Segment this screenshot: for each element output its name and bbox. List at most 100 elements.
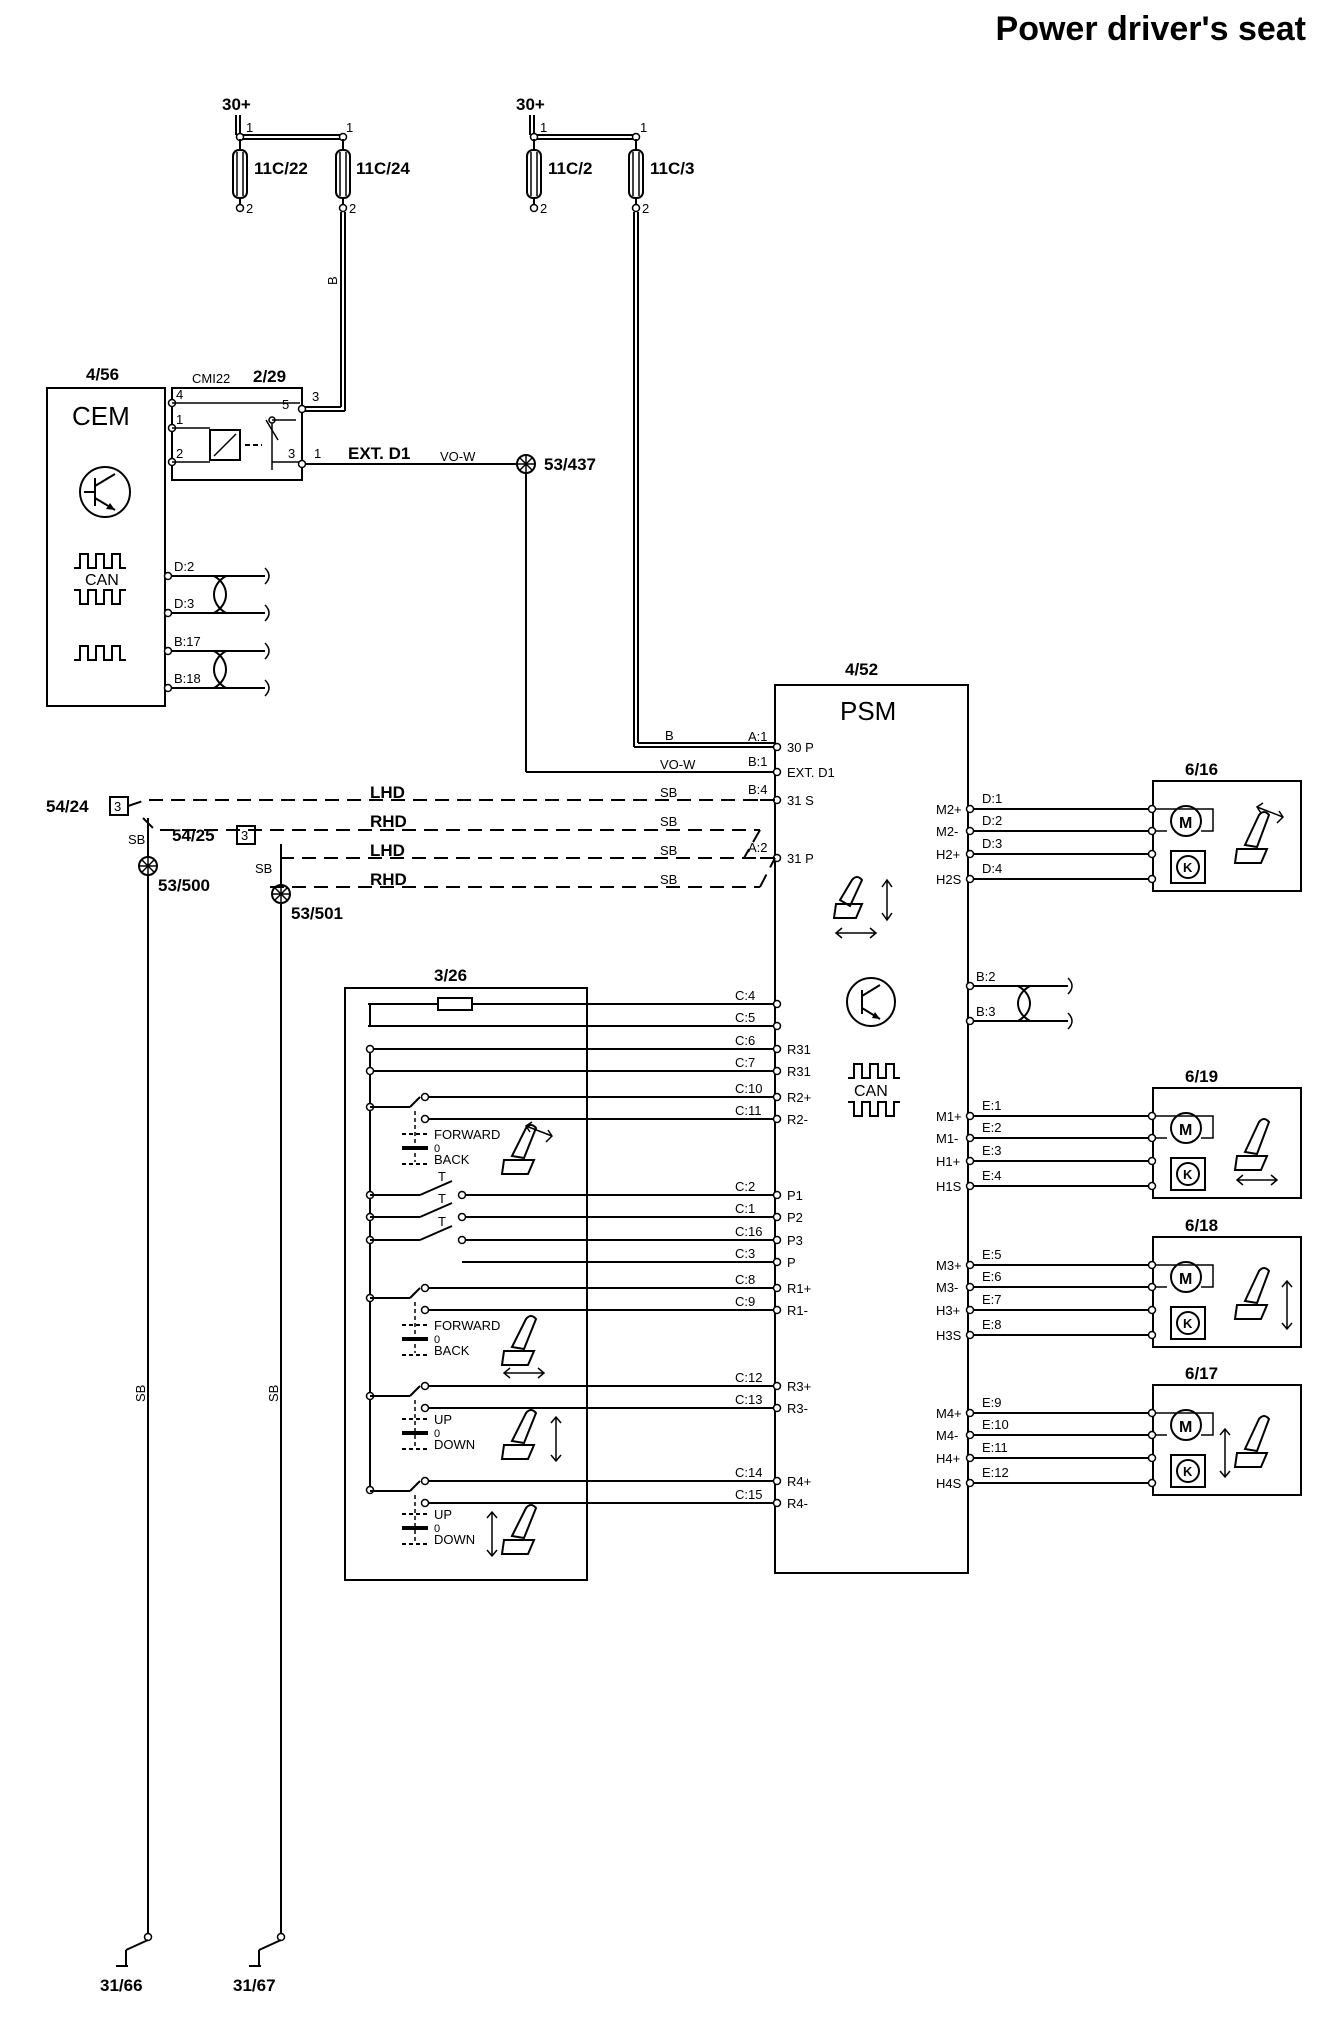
psm-pin-number: E:2 (982, 1120, 1002, 1135)
fuse-11c-24 (335, 149, 351, 199)
switch-contact (457, 1212, 467, 1222)
psm-pin-number: A:2 (748, 840, 768, 855)
psm-pin-number: C:15 (735, 1487, 762, 1502)
switch-contact (420, 1114, 430, 1124)
psm-pin-number: E:9 (982, 1395, 1002, 1410)
motor-pin-terminal (1147, 1305, 1157, 1315)
wire-color: B (325, 276, 340, 285)
motor-id: 6/19 (1185, 1067, 1218, 1086)
psm-pin-terminal (772, 999, 782, 1009)
psm-pin-number: E:3 (982, 1143, 1002, 1158)
motor-lead (1155, 1115, 1214, 1139)
psm-pin-terminal (772, 1092, 782, 1102)
seat-icon (500, 1124, 538, 1175)
seat-adjust-icon (832, 876, 864, 919)
switch-contact (420, 1476, 430, 1486)
psm-can-pin: B:2 (976, 969, 996, 984)
psm-pin-terminal (772, 1114, 782, 1124)
pin-number: 2 (642, 201, 649, 216)
psm-pin-terminal (772, 1044, 782, 1054)
psm-pin-name: R1- (787, 1303, 808, 1318)
ground-symbol (249, 1939, 282, 1967)
fuse-11c-2 (526, 149, 542, 199)
motor-lead (1155, 1412, 1214, 1436)
psm-pin-number: C:5 (735, 1010, 755, 1025)
cem-name: CEM (72, 401, 130, 431)
psm-pin-name: R2- (787, 1112, 808, 1127)
wire-color: VO-W (660, 757, 696, 772)
switch-label: UP (434, 1412, 452, 1427)
psm-pin-name: P1 (787, 1188, 803, 1203)
motor-pin-terminal (1147, 1133, 1157, 1143)
psm-pin-number: C:8 (735, 1272, 755, 1287)
psm-pin-name: R4- (787, 1496, 808, 1511)
psm-pin-number: E:6 (982, 1269, 1002, 1284)
motor-pin-terminal (1147, 874, 1157, 884)
ground-symbol (116, 1939, 149, 1967)
cem-pin: D:2 (174, 559, 194, 574)
lhd-label: LHD (370, 841, 405, 860)
motor-lead (1155, 1264, 1214, 1288)
psm-pin-number: E:5 (982, 1247, 1002, 1262)
psm-pin-number: C:6 (735, 1033, 755, 1048)
psm-pin-terminal (772, 1257, 782, 1267)
sensor-symbol: K (1183, 1316, 1193, 1331)
switch-unit-id: 3/26 (434, 966, 467, 985)
fuse-label: 11C/2 (548, 159, 592, 178)
wire-color: SB (266, 1385, 281, 1402)
psm-pin-name: H3+ (936, 1303, 960, 1318)
psm-pin-number: A:1 (748, 729, 768, 744)
psm-pin-name: R31 (787, 1042, 811, 1057)
fuse-label: 11C/3 (650, 159, 694, 178)
psm-pin-terminal (965, 1430, 975, 1440)
cem-pin: D:3 (174, 596, 194, 611)
motor-pin-terminal (1147, 1430, 1157, 1440)
psm-pin-name: M3+ (936, 1258, 962, 1273)
height-arrow-icon (1219, 1427, 1231, 1479)
switch-contact (420, 1381, 430, 1391)
psm-pin-number: E:4 (982, 1168, 1002, 1183)
switch-contact (420, 1092, 430, 1102)
psm-pin-number: D:3 (982, 836, 1002, 851)
memory-mark: T (438, 1191, 446, 1206)
psm-pin-name: P3 (787, 1233, 803, 1248)
sensor-icon (1176, 1162, 1200, 1186)
switch-label: 54/24 (46, 797, 89, 816)
seat-icon (1233, 811, 1271, 864)
ground-label: 31/66 (100, 1976, 143, 1995)
relay-pin: 3 (288, 446, 295, 461)
motor-icon (1170, 1261, 1202, 1293)
height-arrow-icon (550, 1415, 562, 1463)
switch-label: 0 (434, 1143, 440, 1155)
psm-pin-name: H4+ (936, 1451, 960, 1466)
sensor-symbol: K (1183, 1167, 1193, 1182)
psm-pin-number: C:11 (735, 1103, 762, 1118)
psm-pin-terminal (772, 742, 782, 752)
cem-pin: B:18 (174, 671, 201, 686)
psm-pin-terminal (772, 1190, 782, 1200)
slide-arrow-icon (1235, 1174, 1279, 1186)
psm-pin-terminal (772, 1403, 782, 1413)
motor-symbol: M (1179, 815, 1192, 832)
switch-contact (420, 1403, 430, 1413)
psm-pin-terminal (965, 1260, 975, 1270)
psm-pin-terminal (772, 1476, 782, 1486)
psm-pin-terminal (965, 1305, 975, 1315)
cem-box (46, 387, 166, 707)
wire-color: SB (660, 843, 677, 858)
switch-label: 0 (434, 1334, 440, 1346)
psm-pin-terminal (965, 804, 975, 814)
motor-id: 6/16 (1185, 760, 1218, 779)
lhd-label: LHD (370, 783, 405, 802)
motor-pin-terminal (1147, 1453, 1157, 1463)
ext-line-label: EXT. D1 (348, 444, 410, 463)
psm-pin-number: C:9 (735, 1294, 755, 1309)
switch-label: DOWN (434, 1532, 475, 1547)
psm-pin-terminal (772, 1021, 782, 1031)
psm-pin-name: 31 P (787, 851, 814, 866)
seat-icon (500, 1315, 538, 1366)
psm-pin-name: R3+ (787, 1379, 811, 1394)
relay-pin: 2 (176, 446, 183, 461)
